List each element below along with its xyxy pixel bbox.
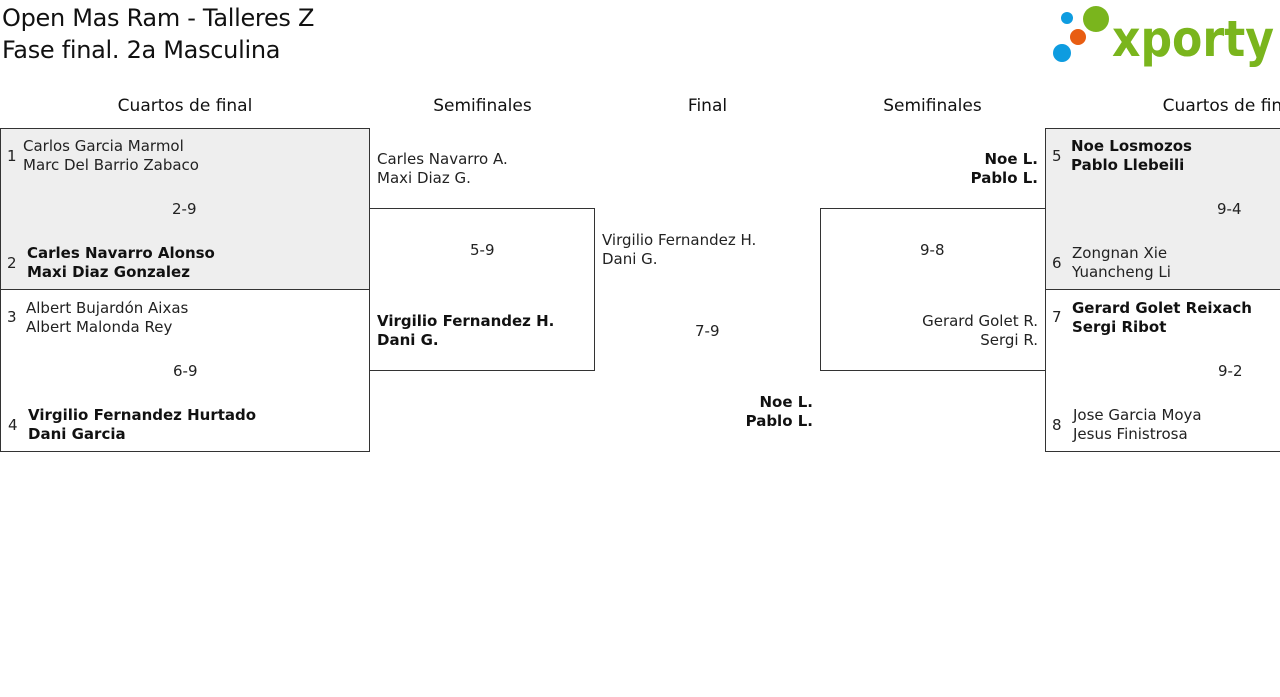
col-header-sf-right: Semifinales <box>883 96 982 116</box>
seed-number: 7 <box>1052 308 1062 326</box>
player-name: Yuancheng Li <box>1072 263 1171 281</box>
player-name: Pablo L. <box>970 169 1038 187</box>
player-name: Zongnan Xie <box>1072 244 1168 262</box>
player-name: Virgilio Fernandez Hurtado <box>28 406 257 424</box>
player-name: Dani Garcia <box>28 425 126 443</box>
player-name: Noe Losmozos <box>1071 137 1192 155</box>
player-name: Jesus Finistrosa <box>1073 425 1188 443</box>
logo-dot-blue-icon <box>1053 44 1071 62</box>
team-entry[interactable]: Gerard Golet R. Sergi R. <box>922 312 1038 350</box>
col-header-qf-right: Cuartos de final <box>1162 96 1280 116</box>
team-entry-winner[interactable]: Carles Navarro Alonso Maxi Diaz Gonzalez <box>27 244 215 282</box>
team-entry-winner[interactable]: Noe L. Pablo L. <box>971 150 1038 188</box>
player-name: Carles Navarro A. <box>377 150 508 168</box>
player-name: Carles Navarro Alonso <box>27 244 215 262</box>
player-name: Virgilio Fernandez H. <box>377 312 555 330</box>
match-qf-1[interactable] <box>0 128 370 290</box>
player-name: Virgilio Fernandez H. <box>602 231 757 249</box>
player-name: Gerard Golet R. <box>922 312 1038 330</box>
team-entry[interactable]: Virgilio Fernandez H. Dani G. <box>602 231 756 269</box>
seed-number: 5 <box>1052 147 1062 165</box>
col-header-final: Final <box>687 96 728 116</box>
xporty-logo[interactable]: xporty <box>1050 4 1280 68</box>
match-score: 9-4 <box>1217 200 1242 218</box>
team-entry-winner[interactable]: Virgilio Fernandez Hurtado Dani Garcia <box>28 406 256 444</box>
player-name: Pablo Llebeili <box>1071 156 1185 174</box>
team-entry-winner[interactable]: Virgilio Fernandez H. Dani G. <box>377 312 554 350</box>
team-entry-winner[interactable]: Noe Losmozos Pablo Llebeili <box>1071 137 1192 175</box>
player-name: Sergi Ribot <box>1072 318 1167 336</box>
player-name: Albert Bujardón Aixas <box>26 299 189 317</box>
team-entry[interactable]: Carlos Garcia Marmol Marc Del Barrio Zab… <box>23 137 199 175</box>
match-qf-4[interactable] <box>1045 289 1280 452</box>
match-score: 6-9 <box>173 362 198 380</box>
team-entry[interactable]: Albert Bujardón Aixas Albert Malonda Rey <box>26 299 188 337</box>
tournament-title: Open Mas Ram - Talleres Z <box>2 4 315 32</box>
team-entry[interactable]: Jose Garcia Moya Jesus Finistrosa <box>1073 406 1202 444</box>
seed-number: 2 <box>7 254 17 272</box>
player-name: Noe L. <box>759 393 813 411</box>
seed-number: 6 <box>1052 254 1062 272</box>
player-name: Pablo L. <box>745 412 813 430</box>
team-entry[interactable]: Zongnan Xie Yuancheng Li <box>1072 244 1171 282</box>
match-qf-3[interactable] <box>1045 128 1280 290</box>
col-header-sf-left: Semifinales <box>433 96 532 116</box>
player-name: Dani G. <box>602 250 658 268</box>
phase-subtitle: Fase final. 2a Masculina <box>2 36 281 64</box>
match-sf-left[interactable] <box>369 208 595 371</box>
match-score: 2-9 <box>172 200 197 218</box>
logo-dot-green-icon <box>1083 6 1109 32</box>
col-header-qf-left: Cuartos de final <box>117 96 253 116</box>
player-name: Noe L. <box>984 150 1038 168</box>
seed-number: 8 <box>1052 416 1062 434</box>
player-name: Carlos Garcia Marmol <box>23 137 184 155</box>
match-score: 5-9 <box>470 241 495 259</box>
logo-dot-orange-icon <box>1070 29 1086 45</box>
team-entry-champion[interactable]: Noe L. Pablo L. <box>746 393 813 431</box>
seed-number: 4 <box>8 416 18 434</box>
seed-number: 3 <box>7 308 17 326</box>
player-name: Dani G. <box>377 331 439 349</box>
player-name: Maxi Diaz Gonzalez <box>27 263 190 281</box>
logo-dot-blue-small-icon <box>1061 12 1073 24</box>
seed-number: 1 <box>7 147 17 165</box>
team-entry-winner[interactable]: Gerard Golet Reixach Sergi Ribot <box>1072 299 1252 337</box>
player-name: Albert Malonda Rey <box>26 318 173 336</box>
player-name: Marc Del Barrio Zabaco <box>23 156 199 174</box>
team-entry[interactable]: Carles Navarro A. Maxi Diaz G. <box>377 150 508 188</box>
match-score: 7-9 <box>695 322 720 340</box>
logo-wordmark: xporty <box>1112 10 1274 68</box>
match-score: 9-2 <box>1218 362 1243 380</box>
player-name: Gerard Golet Reixach <box>1072 299 1252 317</box>
match-score: 9-8 <box>920 241 945 259</box>
player-name: Sergi R. <box>980 331 1038 349</box>
player-name: Jose Garcia Moya <box>1073 406 1202 424</box>
player-name: Maxi Diaz G. <box>377 169 471 187</box>
